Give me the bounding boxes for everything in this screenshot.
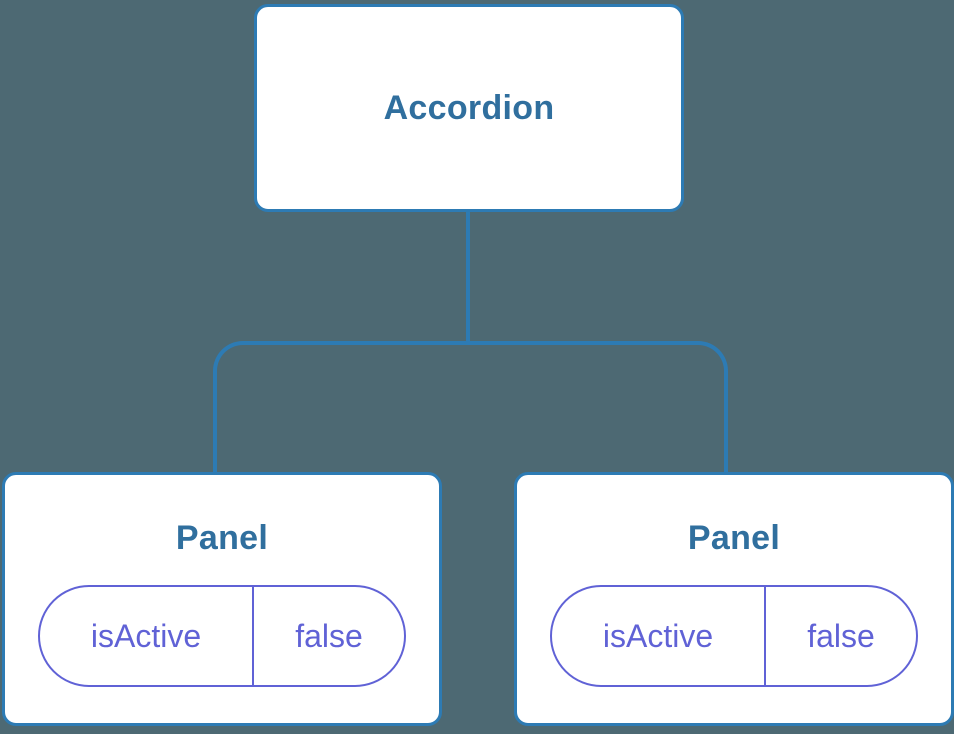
node-panel-2: Panel isActive false [514,472,954,726]
node-panel-1: Panel isActive false [2,472,442,726]
state-pill-panel-1: isActive false [38,585,406,687]
state-key-label: isActive [552,587,766,685]
connector-root-stem [466,210,470,345]
state-value-label: false [807,618,875,654]
state-key-label: isActive [40,587,254,685]
node-accordion-title: Accordion [383,89,555,127]
node-accordion: Accordion [254,4,684,212]
connector-children-bracket [213,341,728,472]
node-panel-1-title: Panel [175,519,269,557]
node-panel-2-title: Panel [687,519,781,557]
state-value-label: false [295,618,363,654]
state-pill-panel-2: isActive false [550,585,918,687]
